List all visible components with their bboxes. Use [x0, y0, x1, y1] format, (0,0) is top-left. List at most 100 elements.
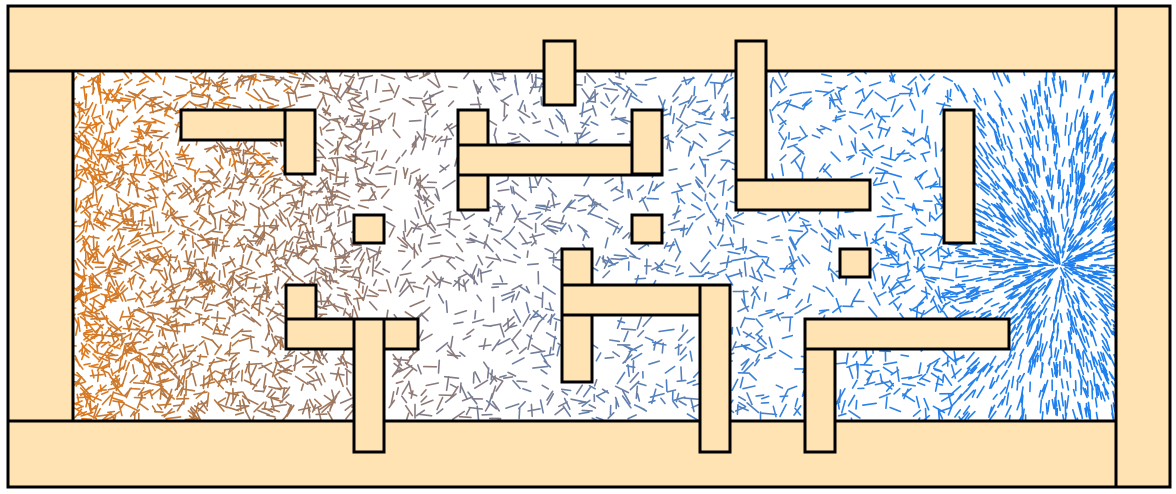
flow-trail-segment	[1011, 342, 1019, 351]
flow-trail-segment	[82, 303, 94, 314]
flow-trail-segment	[108, 204, 115, 220]
flow-trail-segment	[246, 362, 263, 366]
flow-trail-segment	[345, 138, 360, 148]
flow-trail-segment	[1040, 195, 1046, 203]
flow-trail-segment	[87, 343, 99, 354]
flow-trail-segment	[915, 395, 921, 409]
flow-trail-segment	[257, 186, 262, 194]
flow-trail-segment	[185, 166, 197, 172]
flow-trail-segment	[385, 279, 392, 294]
flow-trail-segment	[252, 378, 261, 390]
flow-trail-segment	[434, 193, 441, 202]
flow-trail-segment	[95, 221, 111, 227]
flow-trail-segment	[753, 358, 760, 367]
flow-trail-segment	[420, 399, 434, 406]
flow-trail-segment	[1089, 89, 1094, 101]
flow-trail-segment	[1102, 381, 1107, 396]
flow-trail-segment	[1069, 195, 1074, 204]
flow-trail-segment	[798, 135, 809, 142]
flow-trail-segment	[473, 309, 477, 320]
flow-trail-segment	[123, 387, 133, 397]
flow-trail-segment	[258, 166, 266, 175]
flow-trail-segment	[1082, 192, 1090, 204]
flow-trail-segment	[1038, 342, 1042, 351]
flow-trail-segment	[1064, 339, 1068, 353]
flow-trail-segment	[176, 387, 183, 398]
flow-trail-segment	[755, 328, 763, 336]
flow-trail-segment	[1097, 384, 1103, 400]
flow-trail-segment	[731, 219, 745, 225]
flow-trail-segment	[223, 367, 235, 371]
flow-trail-segment	[170, 323, 186, 329]
flow-trail-segment	[1033, 164, 1036, 177]
left-band	[6, 69, 75, 423]
flow-trail-segment	[629, 371, 640, 384]
flow-trail-segment	[225, 392, 231, 406]
flow-trail-segment	[1090, 90, 1095, 104]
flow-trail-segment	[942, 374, 945, 384]
flow-trail-segment	[1029, 158, 1033, 172]
flow-trail-segment	[846, 363, 858, 369]
flow-trail-segment	[949, 88, 952, 98]
flow-trail-segment	[115, 382, 125, 391]
flow-trail-segment	[932, 367, 942, 372]
flow-trail-segment	[398, 284, 410, 297]
flow-trail-segment	[83, 259, 94, 270]
flow-trail-segment	[271, 362, 278, 378]
flow-trail-segment	[274, 335, 285, 340]
flow-trail-segment	[118, 197, 130, 207]
flow-trail-segment	[1083, 204, 1091, 214]
flow-trail-segment	[779, 395, 789, 398]
flow-trail-segment	[210, 284, 216, 295]
flow-trail-segment	[797, 230, 809, 241]
flow-trail-segment	[334, 362, 345, 366]
flow-trail-segment	[211, 230, 224, 234]
flow-trail-segment	[1101, 345, 1112, 360]
flow-trail-segment	[649, 392, 665, 399]
flow-trail-segment	[76, 371, 87, 383]
flow-trail-segment	[253, 88, 263, 100]
flow-trail-segment	[294, 90, 298, 103]
flow-trail-segment	[143, 311, 157, 321]
flow-trail-segment	[320, 168, 336, 176]
flow-trail-segment	[723, 93, 729, 104]
flow-trail-segment	[394, 276, 400, 288]
flow-trail-segment	[207, 189, 212, 204]
flow-trail-segment	[530, 403, 534, 418]
flow-trail-segment	[1045, 254, 1058, 265]
flow-trail-segment	[704, 193, 707, 202]
flow-trail-segment	[617, 225, 624, 234]
flow-trail-segment	[135, 152, 140, 164]
flow-trail-segment	[466, 241, 476, 244]
flow-trail-segment	[610, 94, 620, 105]
flow-trail-segment	[1008, 291, 1016, 299]
flow-trail-segment	[400, 395, 408, 404]
flow-trail-segment	[196, 355, 208, 358]
flow-trail-segment	[970, 294, 981, 300]
flow-trail-segment	[423, 195, 430, 205]
flow-trail-segment	[1009, 229, 1018, 236]
flow-trail-segment	[328, 117, 345, 121]
flow-trail-segment	[1037, 227, 1044, 238]
flow-trail-segment	[1075, 328, 1083, 341]
flow-trail-segment	[887, 286, 894, 298]
flow-trail-segment	[510, 136, 520, 141]
flow-trail-segment	[515, 290, 521, 301]
flow-trail-segment	[353, 118, 361, 127]
flow-trail-segment	[1081, 120, 1085, 130]
flow-trail-segment	[1040, 105, 1044, 116]
flow-trail-segment	[1071, 305, 1078, 319]
flow-trail-segment	[713, 83, 717, 100]
flow-trail-segment	[886, 249, 898, 258]
flow-trail-segment	[124, 342, 137, 354]
flow-trail-segment	[1025, 280, 1039, 290]
flow-trail-segment	[385, 221, 396, 228]
flow-trail-segment	[326, 211, 336, 217]
flow-trail-segment	[954, 408, 962, 418]
flow-trail-segment	[241, 145, 254, 156]
flow-trail-segment	[302, 191, 313, 197]
flow-trail-segment	[310, 208, 314, 217]
flow-trail-segment	[635, 385, 639, 400]
flow-trail-segment	[686, 413, 699, 421]
flow-trail-segment	[863, 354, 873, 365]
